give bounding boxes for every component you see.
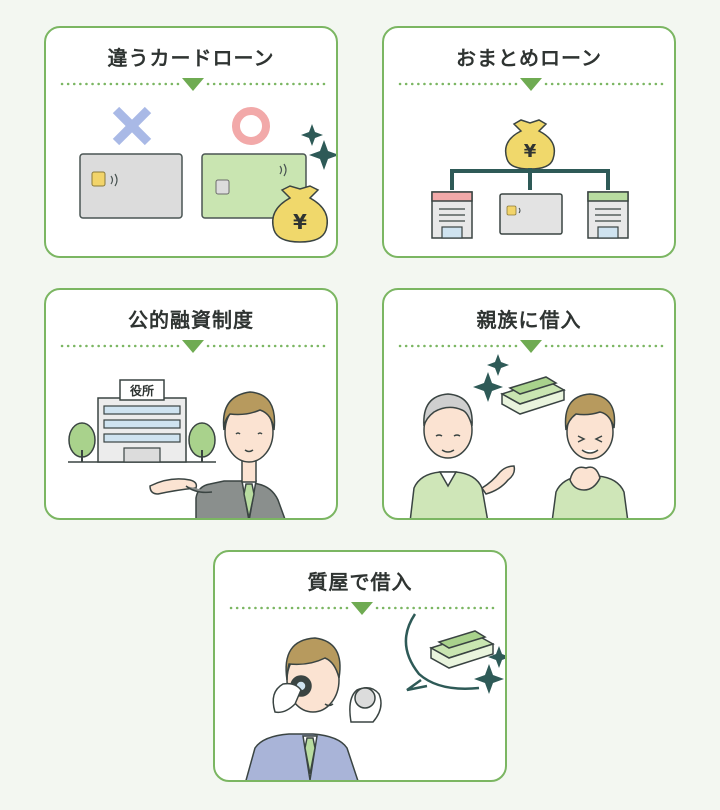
businessman-illustration (149, 391, 286, 518)
card-different-card-loan: 違うカードローン ¥ (44, 26, 338, 258)
cross-icon (112, 106, 152, 146)
ring-icon (354, 687, 376, 709)
money-stack-icon (429, 630, 495, 669)
card-title: 質屋で借入 (307, 570, 413, 594)
dotted-divider-with-arrow (398, 340, 666, 353)
card-title: おまとめローン (456, 46, 602, 70)
card-illustration: 役所 (68, 379, 286, 518)
card-illustration: ¥ (79, 106, 336, 243)
card-borrow-from-relatives: 親族に借入 (382, 288, 676, 520)
card-public-loan-system: 公的融資制度 役所 (44, 288, 338, 520)
down-arrow-icon (182, 78, 204, 91)
card-consolidation-loan: おまとめローン ¥ (382, 26, 676, 258)
dotted-divider-with-arrow (60, 78, 328, 91)
young-man-illustration (551, 393, 629, 518)
speech-bubble-outline (404, 613, 480, 690)
card-title: 違うカードローン (107, 46, 275, 70)
yen-symbol: ¥ (293, 210, 307, 234)
tree-icon (68, 422, 96, 462)
down-arrow-icon (351, 602, 373, 615)
sparkle-icon (301, 124, 336, 170)
dotted-divider-with-arrow (398, 78, 666, 91)
credit-card-green-icon (201, 153, 307, 219)
card-borrow-from-pawnshop: 質屋で借入 (213, 550, 507, 782)
credit-card-grey-icon (79, 153, 183, 219)
building-sign: 役所 (130, 383, 154, 398)
yen-symbol: ¥ (524, 141, 537, 162)
government-building-icon: 役所 (97, 379, 187, 463)
money-bag-icon: ¥ (272, 185, 328, 243)
building-left-icon (431, 191, 473, 239)
connector-lines (450, 168, 610, 190)
money-stack-icon (500, 376, 566, 415)
dotted-divider-with-arrow (60, 340, 328, 353)
elderly-man-illustration (409, 393, 516, 518)
card-title: 公的融資制度 (128, 308, 254, 332)
man-with-magnifier-illustration (245, 637, 382, 780)
card-illustration (409, 354, 629, 518)
credit-card-grey-icon (499, 193, 563, 235)
dotted-divider-with-arrow (229, 602, 497, 615)
circle-icon (232, 107, 270, 145)
building-right-icon (587, 191, 629, 239)
tree-icon (188, 422, 216, 462)
money-bag-icon: ¥ (504, 119, 556, 170)
sparkle-icon (473, 354, 509, 402)
sparkle-icon (474, 646, 505, 694)
down-arrow-icon (520, 78, 542, 91)
card-illustration (245, 613, 505, 780)
down-arrow-icon (182, 340, 204, 353)
card-illustration: ¥ (431, 119, 629, 239)
down-arrow-icon (520, 340, 542, 353)
card-title: 親族に借入 (476, 308, 582, 332)
